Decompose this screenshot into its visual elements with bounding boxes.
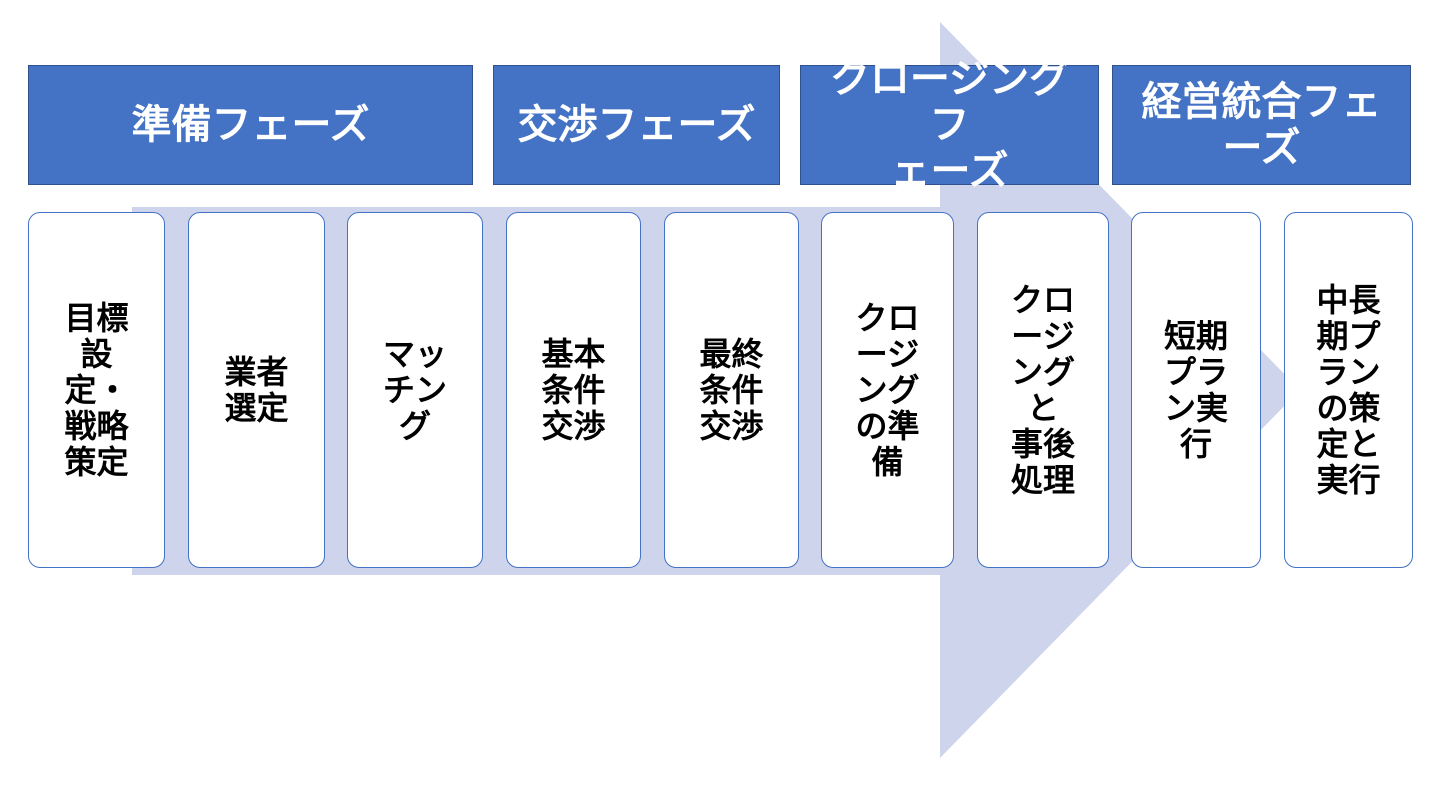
step-box-final-terms: 最終 条件 交渉	[664, 212, 799, 568]
step-box-short-term-plan: 短期 プラ ン実 行	[1131, 212, 1261, 568]
phase-header-preparation: 準備フェーズ	[28, 65, 473, 185]
step-box-mid-long-term-plan: 中長 期プ ラン の策 定と 実行	[1284, 212, 1413, 568]
phase-header-closing: クロージングフ ェーズ	[800, 56, 1099, 194]
step-box-basic-terms: 基本 条件 交渉	[506, 212, 641, 568]
phase-header-integration: 経営統合フェ ーズ	[1112, 65, 1411, 185]
step-box-matching: マッ チン グ	[347, 212, 483, 568]
step-label: マッ チン グ	[382, 335, 447, 445]
step-label: 基本 条件 交渉	[541, 335, 606, 445]
phase-header-label: 準備フェーズ	[131, 102, 370, 148]
step-label: クロ ージ ング と 事後 処理	[1010, 281, 1075, 499]
step-label: 業者 選定	[224, 353, 289, 427]
step-label: 中長 期プ ラン の策 定と 実行	[1316, 281, 1381, 499]
step-box-closing-prep: クロ ージ ング の準 備	[821, 212, 954, 568]
phase-header-label: クロージングフ ェーズ	[829, 56, 1070, 194]
step-label: 最終 条件 交渉	[699, 335, 764, 445]
step-label: クロ ージ ング の準 備	[855, 299, 920, 481]
step-label: 短期 プラ ン実 行	[1163, 317, 1228, 463]
step-label: 目標 設 定・ 戦略 策定	[64, 299, 129, 481]
step-box-strategy: 目標 設 定・ 戦略 策定	[28, 212, 165, 568]
step-box-closing-post: クロ ージ ング と 事後 処理	[977, 212, 1109, 568]
step-box-vendor-selection: 業者 選定	[188, 212, 325, 568]
phase-header-negotiation: 交渉フェーズ	[493, 65, 780, 185]
phase-header-label: 経営統合フェ ーズ	[1141, 79, 1382, 171]
phase-header-label: 交渉フェーズ	[517, 102, 756, 148]
